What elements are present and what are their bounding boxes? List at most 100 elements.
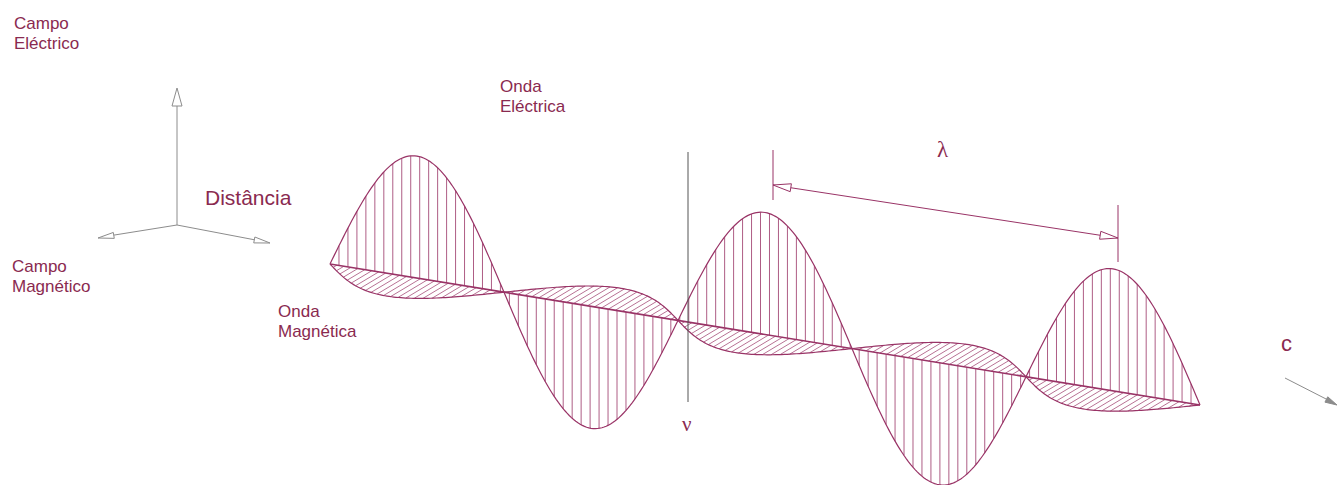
hatch-line (814, 266, 815, 343)
hatch-line (1073, 389, 1102, 407)
hatch-line (652, 316, 653, 369)
hatch-line (594, 289, 624, 307)
hatch-line (715, 250, 716, 327)
hatch-line (778, 218, 779, 336)
hatch-line (338, 246, 339, 266)
hatch-line (936, 344, 966, 362)
hatch-line (1080, 390, 1110, 408)
hatch-line (1005, 367, 1016, 374)
hatch-line (546, 287, 567, 299)
hatch-line (886, 354, 887, 424)
hatch-line (823, 284, 824, 344)
hatch-line (796, 237, 797, 340)
hatch-line (1146, 296, 1147, 397)
hatch-line (356, 211, 357, 268)
hatch-line (895, 356, 896, 442)
hatch-line (942, 345, 972, 363)
hatch-line (956, 348, 985, 365)
hatch-line (1047, 384, 1068, 396)
hatch-line (688, 324, 699, 331)
hatch-line (922, 343, 951, 360)
hatch-line (724, 237, 725, 328)
hatch-line (1038, 351, 1039, 378)
hatch-line (527, 296, 528, 346)
hatch-line (732, 334, 762, 352)
hatch-line (536, 297, 537, 364)
axis-label: Distância (205, 186, 291, 211)
hatch-line (1036, 380, 1047, 387)
hatch-line (634, 313, 635, 399)
wave-label: Onda Eléctrica (500, 77, 592, 117)
hatch-line (790, 342, 811, 354)
hatch-line (966, 367, 967, 474)
arrow-head (98, 232, 114, 238)
hatch-line (636, 301, 657, 313)
hatch-line (1092, 274, 1093, 388)
propagation-axis (330, 264, 1200, 405)
hatch-line (760, 212, 761, 334)
hatch-line (356, 272, 379, 286)
hatch-line (1012, 370, 1019, 374)
hatch-line (998, 364, 1012, 373)
hatch-line (371, 275, 400, 292)
hatch-line (670, 319, 671, 335)
hatch-line (1138, 398, 1159, 410)
hatch-line (742, 219, 743, 331)
hatch-line (419, 157, 420, 279)
hatch-line (691, 325, 705, 334)
hatch-line (949, 347, 978, 365)
hatch-line (347, 228, 348, 267)
hatch-line (401, 158, 402, 275)
hatch-line (340, 267, 351, 274)
hatch-line (841, 323, 842, 347)
arrow-head (172, 88, 182, 106)
hatch-line (545, 299, 546, 382)
hatch-line (948, 364, 949, 484)
hatch-line (1128, 276, 1129, 393)
hatch-line (482, 242, 483, 288)
hatch-line (428, 161, 429, 280)
hatch-line (1101, 270, 1102, 389)
hatch-line (554, 300, 555, 396)
hatch-line (581, 287, 610, 305)
arrow-head (773, 184, 791, 192)
hatch-line (706, 265, 707, 325)
hatch-line (347, 270, 365, 281)
hatch-line (957, 366, 958, 481)
hatch-line (930, 361, 931, 482)
axis-line (177, 225, 266, 242)
hatch-line (601, 290, 630, 308)
hatch-line (1173, 344, 1174, 401)
hatch-line (383, 172, 384, 273)
hatch-line (518, 295, 519, 326)
speed-symbol: c (1281, 331, 1292, 357)
hatch-line (491, 263, 492, 290)
wavelength-symbol: λ (937, 136, 948, 163)
hatch-line (1155, 309, 1156, 397)
hatch-line (1032, 379, 1039, 383)
hatch-line (625, 312, 626, 410)
hatch-line (1094, 393, 1123, 411)
hatch-line (392, 164, 393, 275)
electric-hatching (330, 156, 1200, 485)
hatch-line (1043, 382, 1061, 393)
hatch-line (437, 168, 438, 282)
hatch-line (1052, 385, 1075, 399)
hatch-line (608, 309, 609, 425)
hatch-line (780, 341, 803, 355)
hatch-line (643, 304, 661, 315)
hatch-line (1164, 326, 1165, 400)
hatch-line (769, 214, 770, 336)
direction-arrow (1285, 378, 1330, 401)
hatch-line (1039, 381, 1053, 390)
hatch-line (894, 343, 915, 355)
hatch-line (1065, 303, 1066, 383)
hatch-line (1083, 281, 1084, 386)
hatch-line (629, 299, 652, 313)
hatch-line (1087, 391, 1117, 409)
hatch-line (984, 358, 1005, 370)
hatch-line (901, 343, 924, 357)
hatch-line (991, 361, 1009, 372)
